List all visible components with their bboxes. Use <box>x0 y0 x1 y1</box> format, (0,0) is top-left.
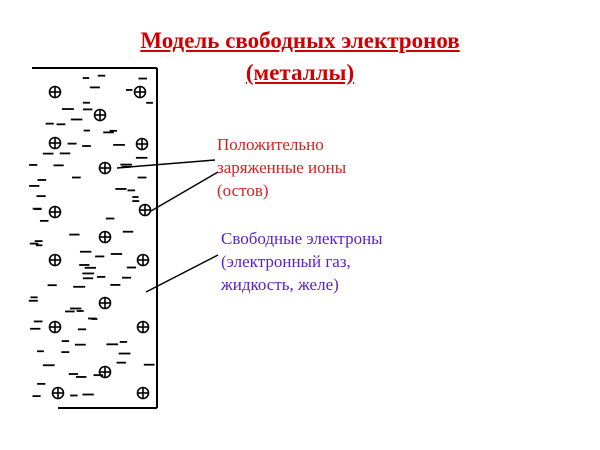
ion-icon <box>98 230 112 244</box>
free-electrons <box>28 74 155 398</box>
ion-icon <box>48 320 62 334</box>
positive-ions <box>48 85 152 400</box>
ion-icon <box>48 85 62 99</box>
title-line-2: (металлы) <box>245 60 355 85</box>
ion-icon <box>98 296 112 310</box>
electrons-label: Свободные электроны (электронный газ, жи… <box>221 227 383 296</box>
ion-icon <box>48 253 62 267</box>
arrow-electron <box>145 254 219 293</box>
ion-icon <box>98 365 112 379</box>
ion-icon <box>133 85 147 99</box>
ions-label-line-3: (остов) <box>217 181 269 200</box>
ion-icon <box>138 203 152 217</box>
ions-label-line-2: заряженные ионы <box>217 158 347 177</box>
ion-icon <box>136 253 150 267</box>
ion-icon <box>135 137 149 151</box>
ions-label-line-1: Положительно <box>217 135 324 154</box>
ion-icon <box>136 320 150 334</box>
ion-icon <box>98 161 112 175</box>
pointer-arrows <box>116 159 219 293</box>
title-line-1: Модель свободных электронов <box>140 28 460 53</box>
ion-icon <box>48 136 62 150</box>
ions-label: Положительно заряженные ионы (остов) <box>217 133 346 202</box>
electrons-label-line-2: (электронный газ, <box>221 252 351 271</box>
ion-icon <box>48 205 62 219</box>
arrow-ion-1 <box>116 159 216 169</box>
arrow-ion-2 <box>150 171 219 212</box>
ion-icon <box>93 108 107 122</box>
ion-icon <box>136 386 150 400</box>
ion-icon <box>51 386 65 400</box>
electrons-label-line-3: жидкость, желе) <box>221 275 339 294</box>
electrons-label-line-1: Свободные электроны <box>221 229 383 248</box>
metal-boundary <box>32 67 158 409</box>
